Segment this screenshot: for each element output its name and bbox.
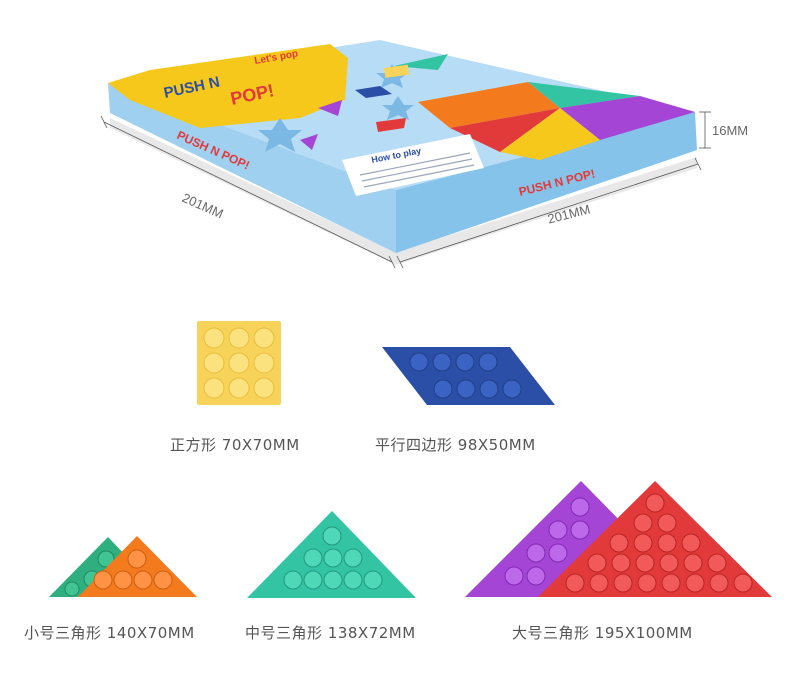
small-triangle-orange (78, 536, 197, 597)
label-medium-triangle-name: 中号三角形 (245, 624, 323, 642)
box-side-left (108, 83, 396, 253)
label-large-triangle-name: 大号三角形 (512, 624, 590, 642)
label-square: 正方形 70X70MM (170, 434, 300, 455)
star-icon (258, 118, 302, 152)
large-triangle-red (538, 481, 772, 597)
product-box: Let's pop PUSH N POP! How to play PUSH N… (108, 40, 697, 265)
star-icon (382, 96, 414, 120)
label-square-name: 正方形 (170, 436, 217, 454)
label-small-triangle-name: 小号三角形 (24, 624, 102, 642)
label-parallelogram-name: 平行四边形 (375, 436, 453, 454)
printed-tangram-purple (560, 96, 695, 140)
printed-tangram-orange (418, 82, 560, 128)
box-side-right (396, 112, 697, 253)
label-medium-triangle-size: 138X72MM (327, 624, 416, 642)
label-parallelogram-size: 98X50MM (457, 436, 536, 454)
printed-tangram-green (528, 82, 640, 108)
label-medium-triangle: 中号三角形 138X72MM (245, 622, 416, 643)
printed-triangle (318, 100, 342, 116)
printed-triangle (300, 134, 318, 150)
dimension-lines (100, 111, 711, 269)
medium-triangle-piece (247, 511, 416, 598)
printed-tangram-red (450, 108, 560, 152)
label-small-triangle: 小号三角形 140X70MM (24, 622, 195, 643)
parallelogram-piece (382, 347, 555, 405)
printed-tangram-yellow (500, 108, 600, 160)
label-parallelogram: 平行四边形 98X50MM (375, 434, 536, 455)
dimension-height: 16MM (712, 123, 749, 138)
square-piece (197, 321, 281, 405)
label-large-triangle-size: 195X100MM (594, 624, 693, 642)
printed-square (383, 64, 410, 78)
label-square-size: 70X70MM (221, 436, 300, 454)
printed-rectangle (376, 118, 406, 132)
printed-parallelogram (355, 86, 392, 98)
box-banner (108, 44, 348, 128)
label-large-triangle: 大号三角形 195X100MM (512, 622, 693, 643)
label-small-triangle-size: 140X70MM (106, 624, 195, 642)
